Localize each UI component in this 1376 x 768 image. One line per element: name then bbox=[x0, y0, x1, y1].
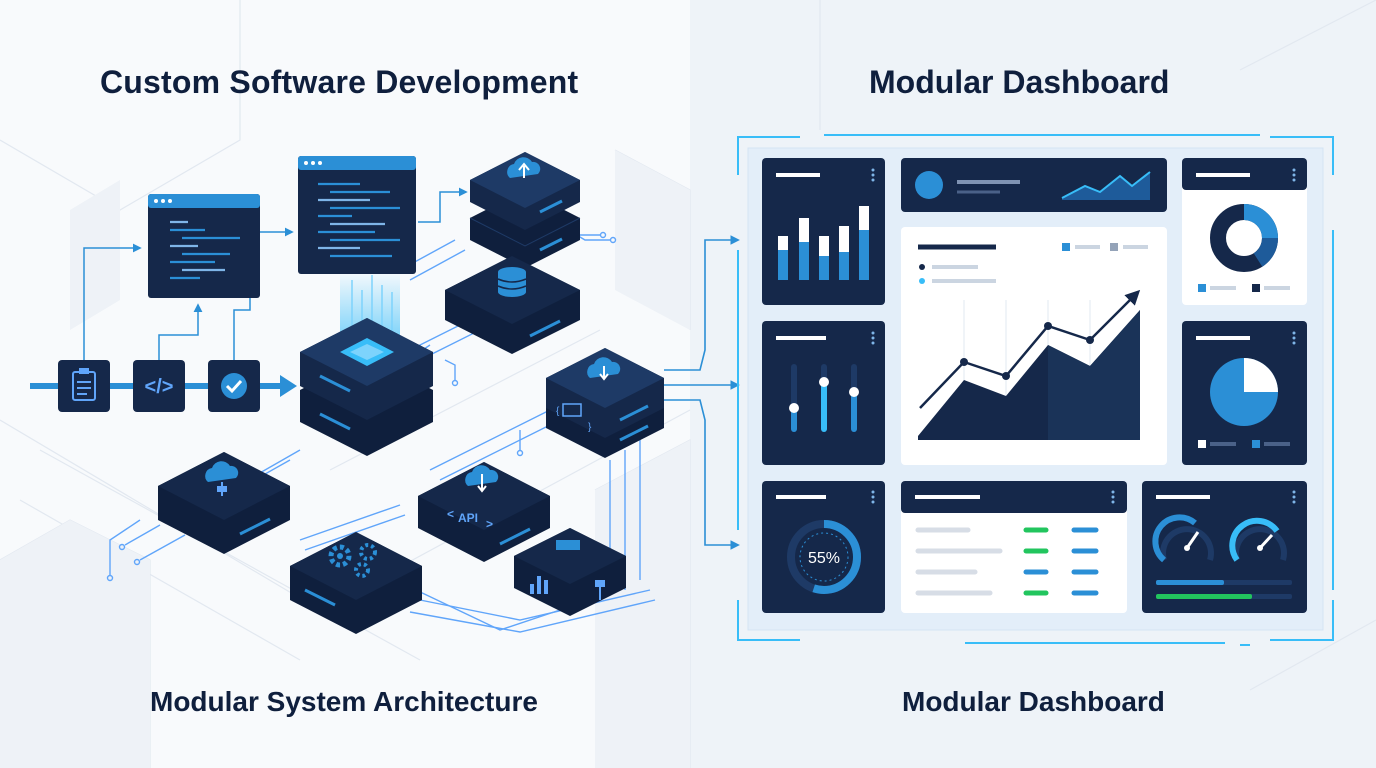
analytics-module bbox=[514, 528, 626, 616]
status-table-card bbox=[901, 481, 1127, 613]
code-window-2 bbox=[298, 156, 416, 274]
clipboard-icon bbox=[58, 360, 110, 412]
right-heading: Modular Dashboard bbox=[869, 64, 1170, 100]
donut-card bbox=[1182, 158, 1307, 305]
bar-chart-card bbox=[762, 158, 885, 305]
background-panels bbox=[0, 150, 690, 768]
dashboard-connectors bbox=[664, 235, 740, 550]
cloud-server-stack bbox=[469, 152, 581, 268]
svg-text:}: } bbox=[588, 422, 592, 433]
api-module: < API > bbox=[418, 462, 550, 562]
sliders-card bbox=[762, 321, 885, 465]
left-caption: Modular System Architecture bbox=[150, 686, 538, 717]
pie-card bbox=[1182, 321, 1307, 465]
code-window-1 bbox=[148, 194, 260, 298]
left-heading: Custom Software Development bbox=[100, 64, 579, 100]
gears-module bbox=[290, 532, 422, 634]
code-tag-icon: </> bbox=[133, 360, 185, 412]
svg-text:</>: </> bbox=[145, 376, 174, 398]
main-chart-card bbox=[901, 227, 1167, 465]
avatar bbox=[915, 171, 943, 199]
connector-lines bbox=[83, 187, 468, 360]
bar-chart-bars bbox=[778, 206, 869, 280]
progress-gauge-card: 55% bbox=[762, 481, 885, 613]
svg-text:{: { bbox=[556, 406, 560, 417]
profile-header-card bbox=[901, 158, 1167, 212]
cloud-plug-module bbox=[158, 452, 290, 554]
svg-text:<: < bbox=[447, 507, 454, 521]
pipeline-arrow bbox=[30, 375, 297, 397]
svg-text:>: > bbox=[486, 517, 493, 531]
check-icon bbox=[208, 360, 260, 412]
cloud-sync-module: { } bbox=[546, 348, 664, 458]
gauge-value: 55% bbox=[808, 550, 840, 567]
api-label: API bbox=[458, 511, 478, 525]
right-caption: Modular Dashboard bbox=[902, 686, 1165, 717]
speedometer-card bbox=[1142, 481, 1307, 613]
database-module bbox=[445, 256, 580, 354]
central-core-module bbox=[300, 318, 433, 456]
